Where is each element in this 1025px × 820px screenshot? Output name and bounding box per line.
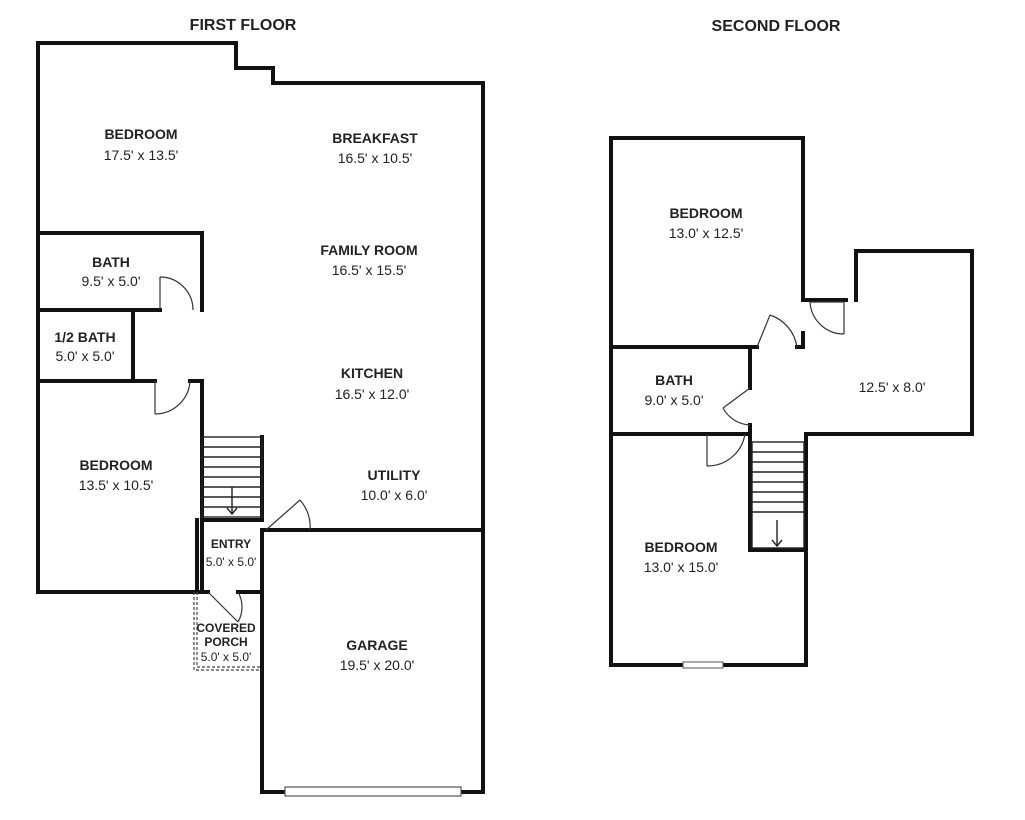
garage-wall [260,528,485,794]
entry-walls [195,518,264,594]
room-dims: 10.0' x 6.0' [361,487,428,503]
room-dims: 19.5' x 20.0' [340,657,415,673]
entry-door[interactable] [207,591,243,623]
covered-porch-outline [193,592,262,671]
room-name: FAMILY ROOM [320,242,417,258]
room-name-line2: PORCH [204,635,247,649]
window [682,661,724,669]
room-name: BREAKFAST [332,130,418,146]
room-dims: 9.0' x 5.0' [644,392,703,408]
room-loft: 12.5' x 8.0' [859,379,926,395]
bedroom-upper-door[interactable] [756,314,798,348]
room-covered-porch: COVERED PORCH 5.0' x 5.0' [196,621,256,664]
room-dims: 17.5' x 13.5' [104,147,179,163]
bedroom-upper-walls [609,136,805,349]
room-dims: 13.0' x 12.5' [669,225,744,241]
bedroom-lower-door[interactable] [706,433,746,467]
room-name: ENTRY [211,537,251,551]
room-dims: 13.0' x 15.0' [644,559,719,575]
room-kitchen: KITCHEN 16.5' x 12.0' [335,365,410,402]
half-bath-walls [36,308,135,383]
garage-door [284,786,462,797]
first-floor-outer-wall [36,41,485,532]
room-dims: 13.5' x 10.5' [79,477,154,493]
room-bedroom-front: BEDROOM 13.5' x 10.5' [79,457,154,493]
room-garage: GARAGE 19.5' x 20.0' [340,637,415,673]
bath-walls [36,231,204,312]
room-entry: ENTRY 5.0' x 5.0' [206,537,257,569]
room-dims: 16.5' x 10.5' [338,150,413,166]
room-name: UTILITY [368,467,422,483]
room-breakfast: BREAKFAST 16.5' x 10.5' [332,130,418,166]
room-family-room: FAMILY ROOM 16.5' x 15.5' [320,242,417,278]
room-dims: 9.5' x 5.0' [81,273,140,289]
second-floor: SECOND FLOOR [609,18,974,669]
stair-wall-upper [748,432,808,552]
room-dims: 5.0' x 5.0' [55,348,114,364]
loft-walls [801,249,974,667]
room-name: BEDROOM [669,205,742,221]
utility-door[interactable] [265,499,311,531]
room-name: BEDROOM [79,457,152,473]
room-dims: 5.0' x 5.0' [206,555,257,569]
first-floor-title: FIRST FLOOR [190,17,297,34]
first-floor: FIRST FLOOR [36,17,485,797]
room-bath: BATH 9.5' x 5.0' [81,254,140,289]
bath-upper-walls [609,345,752,436]
room-utility: UTILITY 10.0' x 6.0' [361,467,428,503]
loft-door[interactable] [809,301,845,335]
room-bedroom-lower: BEDROOM 13.0' x 15.0' [644,539,719,575]
room-name-line1: COVERED [196,621,256,635]
room-name: BEDROOM [644,539,717,555]
bedroom-front-door[interactable] [154,380,191,415]
room-name: BEDROOM [104,126,177,142]
room-bedroom-upper: BEDROOM 13.0' x 12.5' [669,205,744,241]
room-name: GARAGE [346,637,407,653]
first-floor-west-wall [36,41,199,594]
room-name: KITCHEN [341,365,403,381]
room-half-bath: 1/2 BATH 5.0' x 5.0' [54,329,115,364]
second-floor-title: SECOND FLOOR [712,18,841,35]
bath-upper-door[interactable] [722,387,751,426]
room-bath-upper: BATH 9.0' x 5.0' [644,372,703,408]
bedroom-lower-walls [609,345,808,667]
room-name: 1/2 BATH [54,329,115,345]
room-dims: 5.0' x 5.0' [201,650,252,664]
room-dims: 12.5' x 8.0' [859,379,926,395]
room-name: BATH [92,254,130,270]
first-floor-stairs[interactable] [201,436,263,518]
room-bedroom-main: BEDROOM 17.5' x 13.5' [104,126,179,163]
bath-door[interactable] [159,276,194,311]
second-floor-stairs[interactable] [751,441,805,549]
room-dims: 16.5' x 15.5' [332,262,407,278]
room-dims: 16.5' x 12.0' [335,386,410,402]
room-name: BATH [655,372,693,388]
